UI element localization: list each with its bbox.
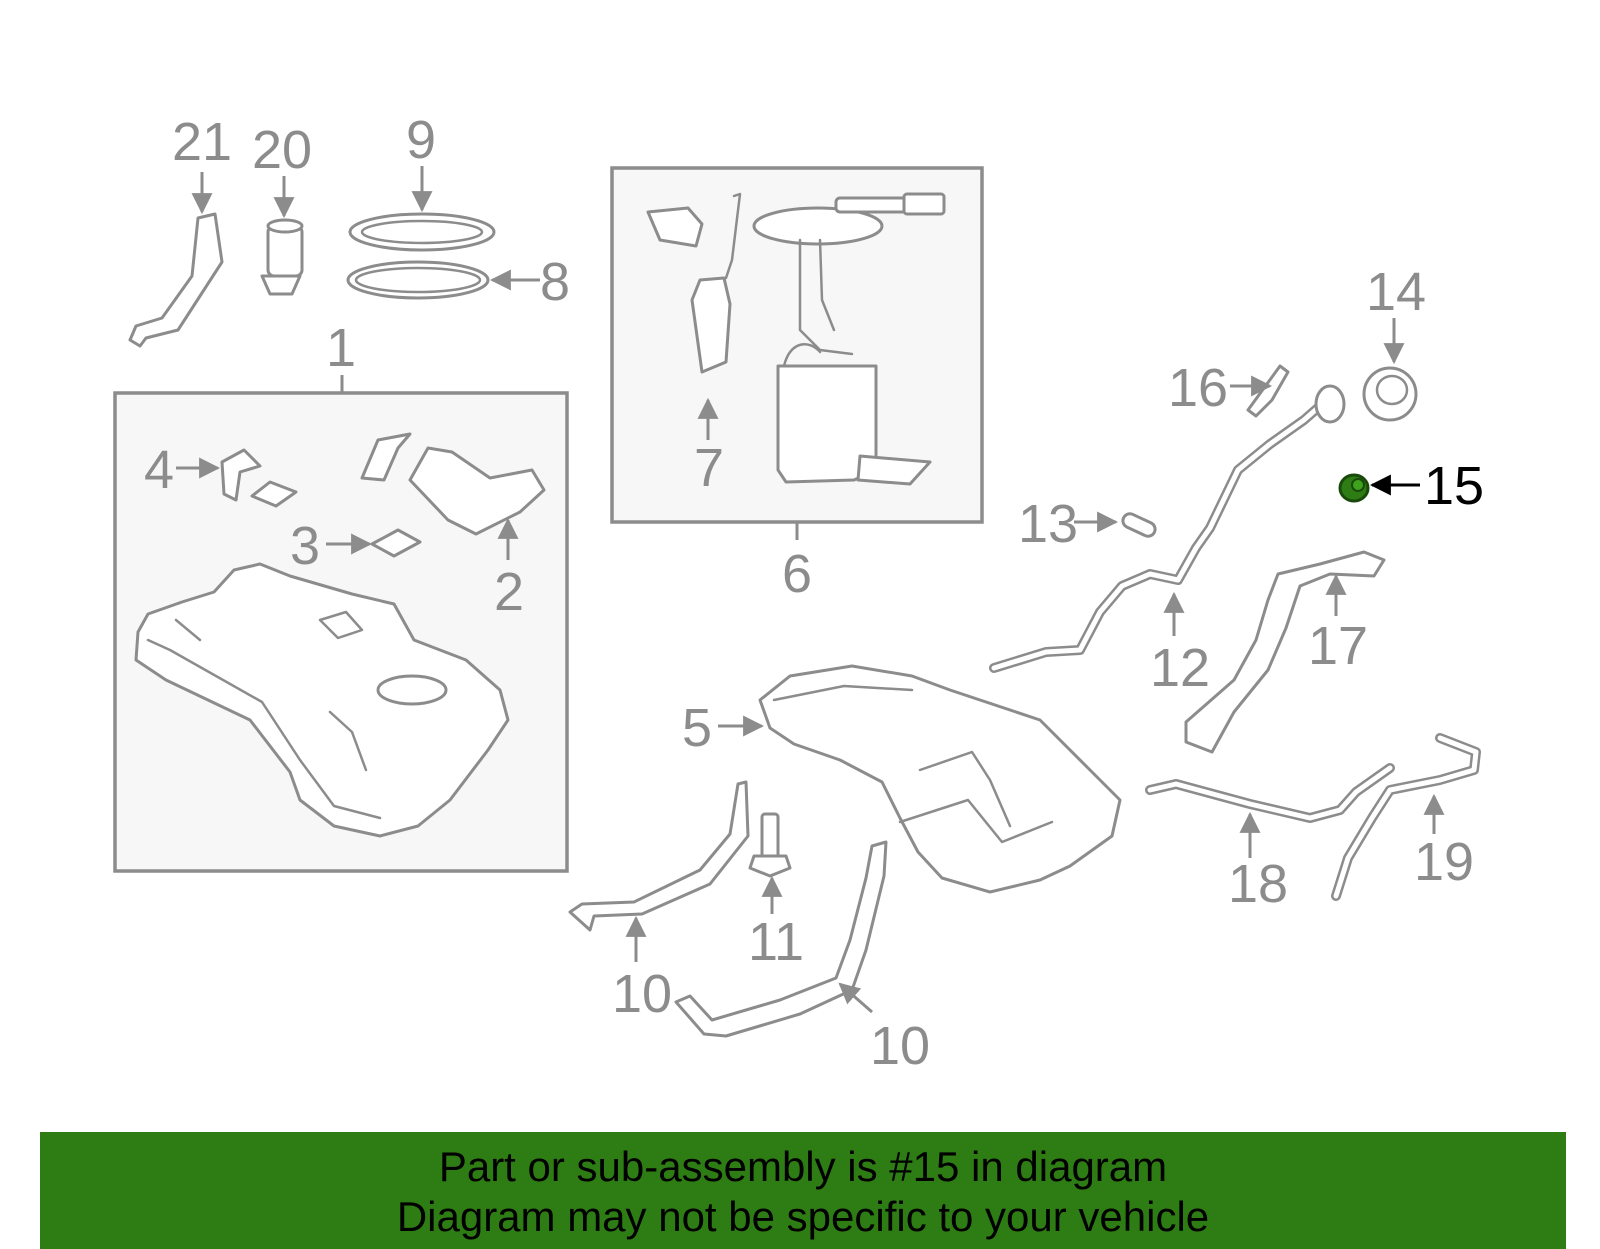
tube-part-19[interactable] — [1331, 733, 1481, 901]
grommet-part-15[interactable] — [1338, 473, 1420, 503]
label-16: 16 — [1168, 358, 1228, 418]
label-13: 13 — [1018, 494, 1078, 554]
label-9: 9 — [406, 110, 436, 170]
seal-part-8[interactable] — [346, 260, 540, 300]
shield-part-3[interactable] — [326, 528, 422, 558]
fuel-pump-part-6[interactable] — [646, 192, 946, 486]
label-19: 19 — [1414, 832, 1474, 892]
label-18: 18 — [1228, 854, 1288, 914]
label-7: 7 — [694, 438, 724, 498]
label-17: 17 — [1308, 616, 1368, 676]
banner-line-disclaimer: Diagram may not be specific to your vehi… — [396, 1193, 1210, 1240]
label-15: 15 — [1424, 456, 1484, 516]
bracket-part-21[interactable] — [128, 172, 224, 348]
label-6: 6 — [782, 544, 812, 604]
label-21: 21 — [172, 112, 232, 172]
label-10-left: 10 — [612, 964, 672, 1024]
valve-part-20[interactable] — [260, 176, 304, 296]
strap-part-10-right[interactable] — [674, 840, 888, 1038]
filler-pipe-part-12[interactable] — [989, 384, 1346, 673]
bracket-part-16[interactable] — [1230, 364, 1290, 418]
label-10-right: 10 — [870, 1016, 930, 1076]
heat-shield-part-5[interactable] — [718, 664, 1122, 894]
label-11: 11 — [748, 912, 804, 972]
label-4: 4 — [144, 440, 174, 500]
cap-part-14[interactable] — [1362, 318, 1418, 422]
shield-part-2[interactable] — [360, 432, 546, 560]
tube-part-18[interactable] — [1145, 763, 1395, 858]
label-12: 12 — [1150, 638, 1210, 698]
bolt-part-11[interactable] — [748, 812, 792, 914]
label-8: 8 — [540, 252, 570, 312]
hose-part-13[interactable] — [1074, 511, 1157, 538]
fuel-tank-part-1[interactable] — [134, 562, 510, 838]
info-banner: Part or sub-assembly is #15 in diagram D… — [40, 1132, 1566, 1249]
banner-line-part: Part or sub-assembly is #15 in diagram — [438, 1143, 1168, 1190]
label-3: 3 — [290, 516, 320, 576]
label-1: 1 — [326, 318, 356, 378]
label-2: 2 — [494, 562, 524, 622]
shield-part-4[interactable] — [176, 448, 298, 508]
strap-part-10-left[interactable] — [568, 780, 750, 962]
lock-ring-part-9[interactable] — [348, 166, 496, 252]
label-20: 20 — [252, 120, 312, 180]
label-14: 14 — [1366, 262, 1426, 322]
shield-part-17[interactable] — [1184, 550, 1386, 754]
label-5: 5 — [682, 698, 712, 758]
